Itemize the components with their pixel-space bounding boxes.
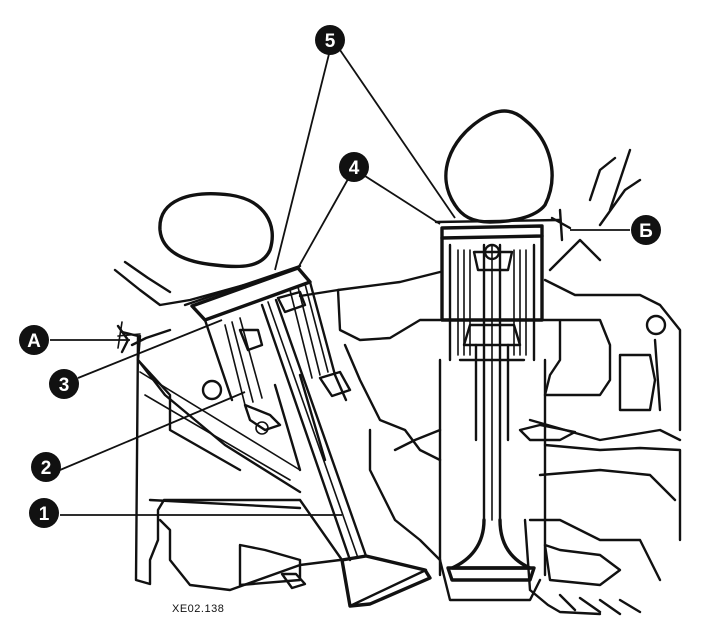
callout-A: A [19, 325, 49, 355]
leader-lines [50, 49, 630, 516]
right-cam-lobe [444, 109, 554, 224]
leader-5-left [274, 49, 331, 271]
callout-1: 1 [29, 498, 59, 528]
leader-2 [59, 391, 246, 471]
callout-A-label: A [27, 331, 41, 352]
callout-5-label: 5 [325, 31, 336, 52]
left-cam-lobe [158, 192, 274, 269]
callout-B-label: Б [639, 221, 653, 242]
leader-3 [77, 319, 223, 379]
figure-code: XE02.138 [172, 603, 224, 615]
callout-2: 2 [31, 452, 61, 482]
leader-4-left [297, 171, 353, 269]
leader-4-right [364, 175, 441, 225]
head-casting [113, 148, 682, 616]
callout-2-label: 2 [41, 458, 52, 479]
callout-4-label: 4 [349, 158, 360, 179]
left-valve-assembly [183, 264, 432, 608]
callout-1-label: 1 [39, 504, 50, 525]
callout-3-label: 3 [59, 375, 70, 396]
right-valve-assembly [434, 218, 562, 582]
callout-3: 3 [49, 369, 79, 399]
camshaft-lobes [158, 109, 554, 269]
callout-4: 4 [339, 152, 369, 182]
callout-5: 5 [315, 25, 345, 55]
callout-B: Б [631, 215, 661, 245]
leader-5-right [339, 49, 456, 219]
